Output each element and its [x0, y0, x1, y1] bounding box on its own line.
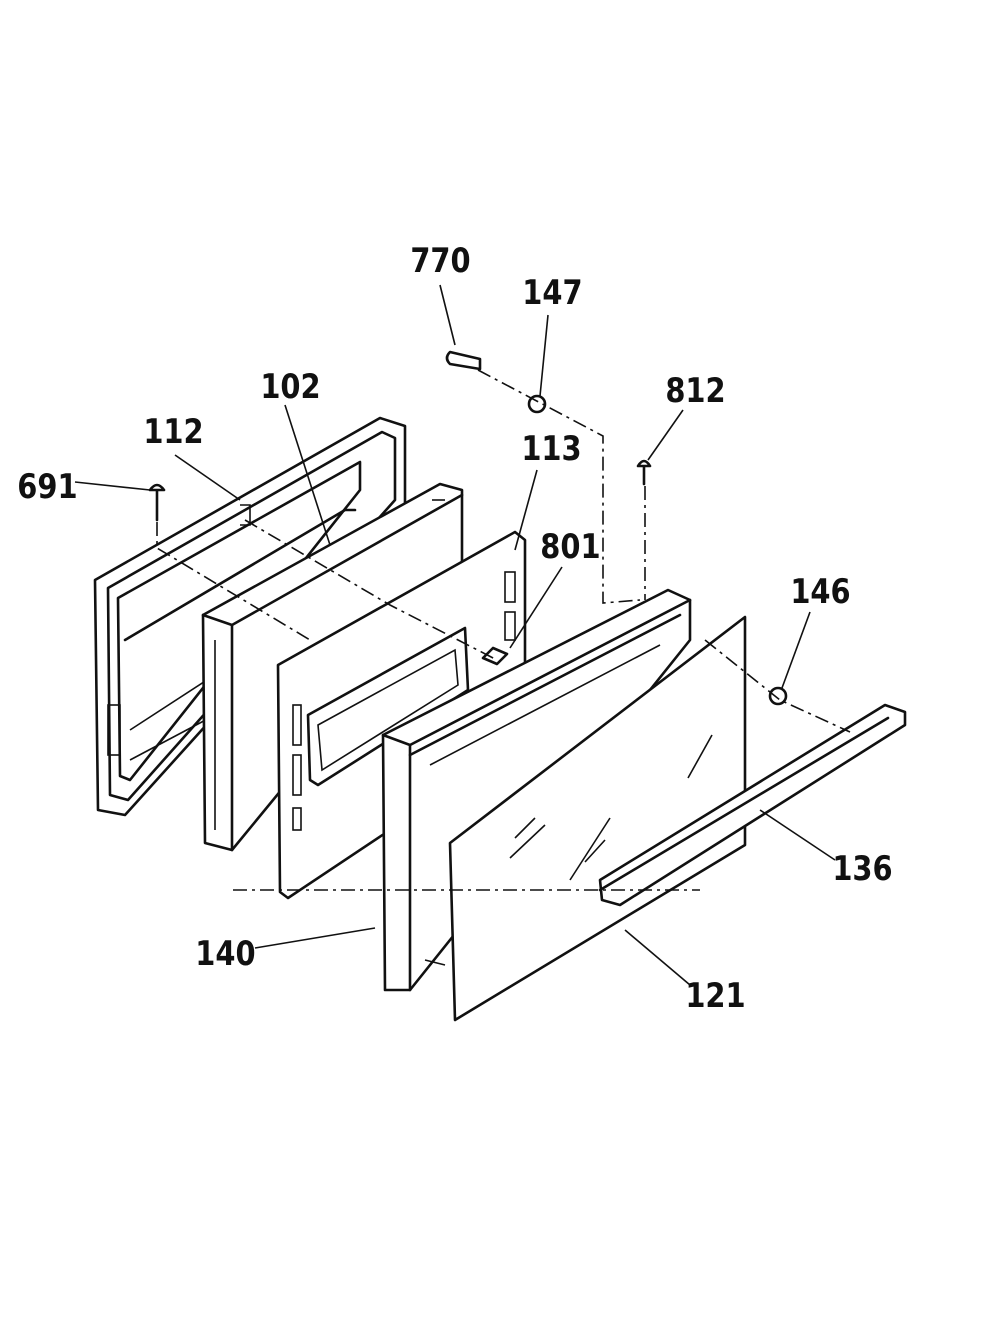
label-146: 146 [790, 573, 850, 612]
label-113: 113 [521, 430, 581, 469]
label-691: 691 [17, 468, 77, 507]
screw-812-icon [636, 459, 652, 486]
part-121-glass [448, 615, 747, 1022]
assembly-axes [156, 369, 851, 891]
leader-lines [74, 284, 836, 986]
screw-801-icon [481, 646, 509, 666]
label-136: 136 [832, 850, 892, 889]
label-121: 121 [685, 977, 745, 1016]
screw-770-icon [445, 350, 482, 371]
part-labels: 770 147 812 102 112 113 691 801 146 136 … [17, 242, 892, 1016]
plug-146-icon [768, 686, 788, 706]
washer-147-icon [527, 394, 547, 414]
label-770: 770 [410, 242, 470, 281]
label-112: 112 [143, 413, 203, 452]
label-147: 147 [522, 274, 582, 313]
label-140: 140 [195, 935, 255, 974]
label-801: 801 [540, 528, 600, 567]
label-812: 812 [665, 372, 725, 411]
hardware [148, 350, 788, 706]
screw-691-icon [148, 483, 166, 522]
part-136-handle [598, 703, 907, 907]
label-102: 102 [260, 368, 320, 407]
